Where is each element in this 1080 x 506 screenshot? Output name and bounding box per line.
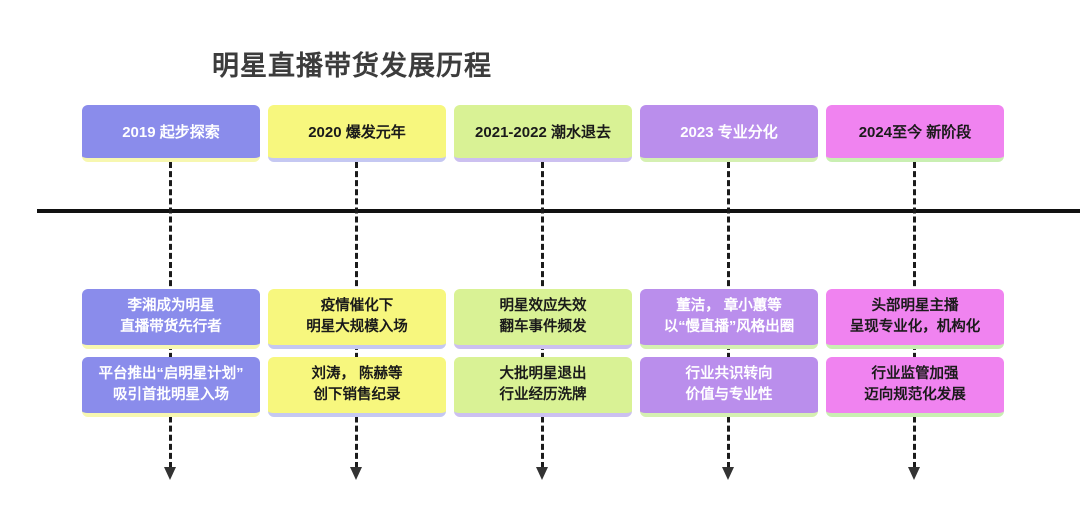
stage-item-text: 平台推出“启明星计划” 吸引首批明星入场 bbox=[98, 365, 244, 403]
arrow-down-icon bbox=[164, 467, 176, 480]
stage-item-text: 行业监管加强 迈向规范化发展 bbox=[864, 365, 966, 403]
timeline-axis bbox=[37, 209, 1080, 213]
stage-header: 2023 专业分化 bbox=[640, 105, 818, 162]
stage-item: 李湘成为明星 直播带货先行者 bbox=[82, 289, 260, 349]
stage-header-label: 2019 起步探索 bbox=[122, 124, 220, 141]
arrow-down-icon bbox=[722, 467, 734, 480]
stage-header-label: 2021-2022 潮水退去 bbox=[475, 124, 611, 141]
stage-item-text: 明星效应失效 翻车事件频发 bbox=[499, 297, 587, 335]
stage-item: 明星效应失效 翻车事件频发 bbox=[454, 289, 632, 349]
stage-item: 疫情催化下 明星大规模入场 bbox=[268, 289, 446, 349]
stage-item-text: 疫情催化下 明星大规模入场 bbox=[306, 297, 408, 335]
arrow-down-icon bbox=[908, 467, 920, 480]
stage-item: 董洁， 章小蕙等 以“慢直播”风格出圈 bbox=[640, 289, 818, 349]
stage-item: 头部明星主播 呈现专业化，机构化 bbox=[826, 289, 1004, 349]
stage-item-text: 董洁， 章小蕙等 以“慢直播”风格出圈 bbox=[663, 297, 795, 335]
stage-item-text: 李湘成为明星 直播带货先行者 bbox=[120, 297, 222, 335]
stage-item: 行业监管加强 迈向规范化发展 bbox=[826, 357, 1004, 417]
page-title: 明星直播带货发展历程 bbox=[212, 51, 492, 81]
stage-item: 平台推出“启明星计划” 吸引首批明星入场 bbox=[82, 357, 260, 417]
stage-item-text: 头部明星主播 呈现专业化，机构化 bbox=[849, 297, 981, 335]
stage-item-text: 刘涛， 陈赫等 创下销售纪录 bbox=[311, 365, 403, 403]
stage-header-label: 2020 爆发元年 bbox=[308, 124, 406, 141]
stage-column-2024: 2024至今 新阶段 头部明星主播 呈现专业化，机构化 行业监管加强 迈向规范化… bbox=[826, 105, 1004, 483]
stage-item: 大批明星退出 行业经历洗牌 bbox=[454, 357, 632, 417]
arrow-down-icon bbox=[350, 467, 362, 480]
stage-item: 刘涛， 陈赫等 创下销售纪录 bbox=[268, 357, 446, 417]
stage-header: 2024至今 新阶段 bbox=[826, 105, 1004, 162]
stage-item-text: 大批明星退出 行业经历洗牌 bbox=[499, 365, 587, 403]
arrow-down-icon bbox=[536, 467, 548, 480]
timeline-columns: 2019 起步探索 李湘成为明星 直播带货先行者 平台推出“启明星计划” 吸引首… bbox=[82, 105, 1004, 483]
stage-item: 行业共识转向 价值与专业性 bbox=[640, 357, 818, 417]
stage-header: 2020 爆发元年 bbox=[268, 105, 446, 162]
stage-column-2020: 2020 爆发元年 疫情催化下 明星大规模入场 刘涛， 陈赫等 创下销售纪录 bbox=[268, 105, 446, 483]
stage-column-2021-2022: 2021-2022 潮水退去 明星效应失效 翻车事件频发 大批明星退出 行业经历… bbox=[454, 105, 632, 483]
stage-header-label: 2024至今 新阶段 bbox=[858, 124, 972, 141]
stage-header: 2019 起步探索 bbox=[82, 105, 260, 162]
stage-column-2019: 2019 起步探索 李湘成为明星 直播带货先行者 平台推出“启明星计划” 吸引首… bbox=[82, 105, 260, 483]
stage-header: 2021-2022 潮水退去 bbox=[454, 105, 632, 162]
stage-item-text: 行业共识转向 价值与专业性 bbox=[685, 365, 773, 403]
stage-header-label: 2023 专业分化 bbox=[680, 124, 778, 141]
stage-column-2023: 2023 专业分化 董洁， 章小蕙等 以“慢直播”风格出圈 行业共识转向 价值与… bbox=[640, 105, 818, 483]
